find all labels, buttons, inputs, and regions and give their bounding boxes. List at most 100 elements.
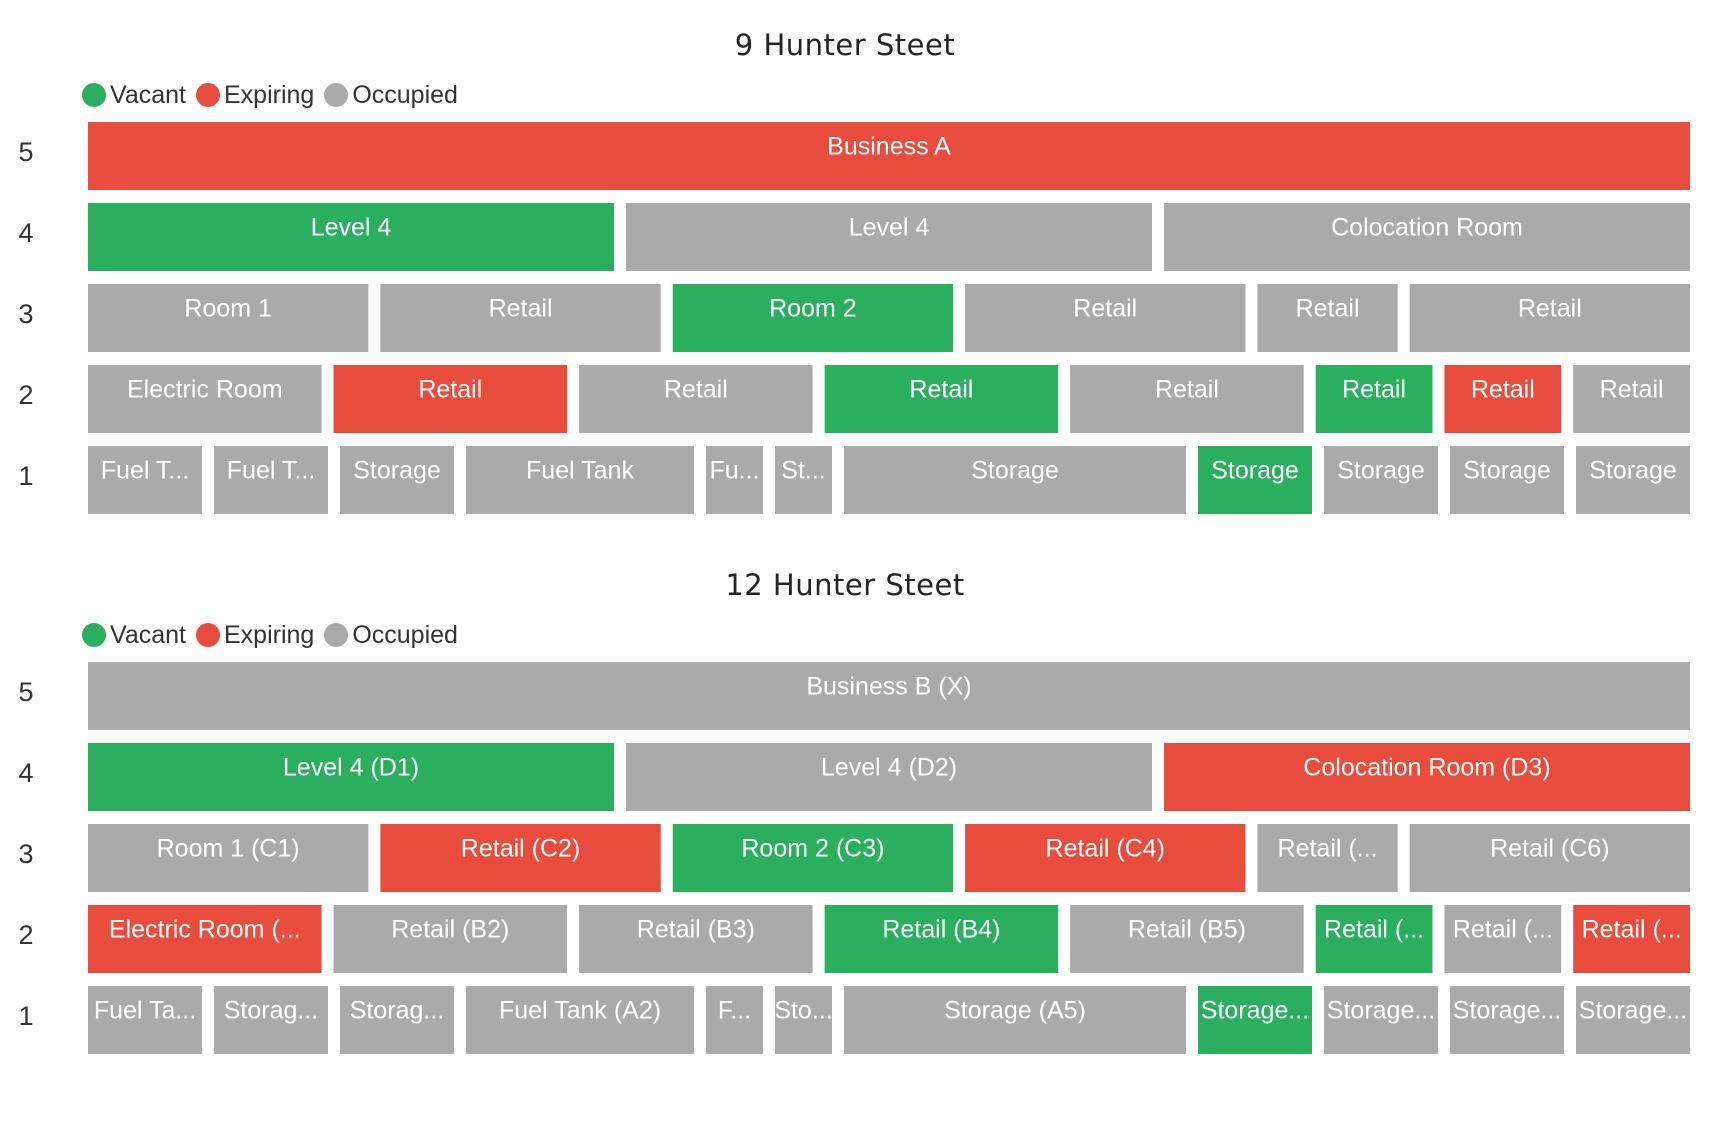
space-block[interactable] (466, 446, 694, 514)
space-block[interactable] (1315, 365, 1433, 433)
space-block[interactable] (1444, 365, 1562, 433)
space-block[interactable] (672, 824, 954, 892)
space-cell[interactable]: Retail (1315, 365, 1433, 433)
space-block[interactable] (626, 203, 1152, 271)
legend-item-expiring[interactable]: Expiring (195, 81, 314, 110)
space-cell[interactable]: Fuel Ta... (88, 986, 202, 1054)
space-cell[interactable]: Level 4 (626, 203, 1152, 271)
space-block[interactable] (466, 986, 694, 1054)
space-block[interactable] (1576, 446, 1690, 514)
space-cell[interactable]: Electric Room (88, 365, 322, 433)
space-block[interactable] (88, 284, 369, 352)
legend-item-occupied[interactable]: Occupied (324, 621, 458, 650)
space-block[interactable] (1324, 446, 1438, 514)
space-cell[interactable]: Retail (333, 365, 568, 433)
space-cell[interactable]: Retail (B4) (824, 905, 1059, 973)
space-block[interactable] (965, 284, 1246, 352)
space-cell[interactable]: Fu... (706, 446, 763, 514)
space-cell[interactable]: Retail (1409, 284, 1690, 352)
space-cell[interactable]: Colocation Room (D3) (1164, 743, 1690, 811)
space-block[interactable] (965, 824, 1246, 892)
space-block[interactable] (1070, 905, 1304, 973)
space-cell[interactable]: Room 1 (C1) (88, 824, 369, 892)
legend-item-occupied[interactable]: Occupied (324, 81, 458, 110)
space-block[interactable] (88, 662, 1690, 730)
space-cell[interactable]: Electric Room (... (88, 905, 322, 973)
space-cell[interactable]: Storage (1324, 446, 1438, 514)
space-block[interactable] (844, 446, 1186, 514)
space-block[interactable] (88, 743, 614, 811)
space-block[interactable] (706, 446, 763, 514)
space-cell[interactable]: Retail (... (1315, 905, 1433, 973)
space-block[interactable] (844, 986, 1186, 1054)
space-cell[interactable]: Room 1 (88, 284, 369, 352)
space-block[interactable] (775, 986, 832, 1054)
space-block[interactable] (88, 905, 322, 973)
space-cell[interactable]: Level 4 (D1) (88, 743, 614, 811)
space-cell[interactable]: Storage (844, 446, 1186, 514)
legend-item-vacant[interactable]: Vacant (82, 81, 186, 110)
space-cell[interactable]: Storage... (1576, 986, 1690, 1054)
space-block[interactable] (1573, 365, 1690, 433)
space-cell[interactable]: Business A (88, 122, 1690, 190)
space-cell[interactable]: Storage (1576, 446, 1690, 514)
space-cell[interactable]: Retail (... (1573, 905, 1690, 973)
space-cell[interactable]: Retail (1444, 365, 1562, 433)
space-block[interactable] (626, 743, 1152, 811)
space-cell[interactable]: Room 2 (C3) (672, 824, 954, 892)
space-cell[interactable]: Retail (B2) (333, 905, 568, 973)
space-block[interactable] (88, 203, 614, 271)
space-block[interactable] (88, 824, 369, 892)
space-block[interactable] (579, 365, 813, 433)
space-block[interactable] (380, 824, 661, 892)
space-cell[interactable]: Retail (... (1444, 905, 1562, 973)
space-block[interactable] (1409, 284, 1690, 352)
space-cell[interactable]: Storage (1198, 446, 1312, 514)
space-cell[interactable]: St... (775, 446, 832, 514)
space-block[interactable] (1324, 986, 1438, 1054)
space-block[interactable] (1444, 905, 1562, 973)
space-cell[interactable]: Room 2 (672, 284, 954, 352)
space-cell[interactable]: Storage (340, 446, 454, 514)
space-cell[interactable]: Storage... (1198, 986, 1312, 1054)
space-cell[interactable]: Storage (A5) (844, 986, 1186, 1054)
space-cell[interactable]: Retail (579, 365, 813, 433)
legend-item-expiring[interactable]: Expiring (195, 621, 314, 650)
space-block[interactable] (88, 446, 202, 514)
space-block[interactable] (824, 365, 1059, 433)
space-block[interactable] (824, 905, 1059, 973)
space-block[interactable] (214, 986, 328, 1054)
space-block[interactable] (579, 905, 813, 973)
space-cell[interactable]: Fuel Tank (A2) (466, 986, 694, 1054)
space-cell[interactable]: Retail (1573, 365, 1690, 433)
space-cell[interactable]: Fuel Tank (466, 446, 694, 514)
space-cell[interactable]: Storage (1450, 446, 1564, 514)
space-cell[interactable]: Storag... (214, 986, 328, 1054)
space-block[interactable] (1257, 284, 1398, 352)
space-cell[interactable]: Storage... (1324, 986, 1438, 1054)
space-cell[interactable]: Storag... (340, 986, 454, 1054)
space-cell[interactable]: Storage... (1450, 986, 1564, 1054)
space-block[interactable] (1070, 365, 1304, 433)
space-block[interactable] (775, 446, 832, 514)
space-cell[interactable]: Retail (... (1257, 824, 1398, 892)
space-cell[interactable]: Fuel T... (88, 446, 202, 514)
space-cell[interactable]: Retail (965, 284, 1246, 352)
space-cell[interactable]: Retail (380, 284, 661, 352)
space-block[interactable] (333, 365, 568, 433)
space-block[interactable] (1573, 905, 1690, 973)
space-block[interactable] (1164, 743, 1690, 811)
space-cell[interactable]: Retail (C4) (965, 824, 1246, 892)
space-cell[interactable]: Retail (824, 365, 1059, 433)
space-block[interactable] (214, 446, 328, 514)
space-block[interactable] (1164, 203, 1690, 271)
space-cell[interactable]: F... (706, 986, 763, 1054)
space-block[interactable] (1576, 986, 1690, 1054)
space-block[interactable] (380, 284, 661, 352)
space-block[interactable] (706, 986, 763, 1054)
space-cell[interactable]: Retail (B3) (579, 905, 813, 973)
space-cell[interactable]: Sto... (774, 986, 833, 1054)
space-block[interactable] (340, 986, 454, 1054)
space-block[interactable] (1315, 905, 1433, 973)
space-block[interactable] (340, 446, 454, 514)
